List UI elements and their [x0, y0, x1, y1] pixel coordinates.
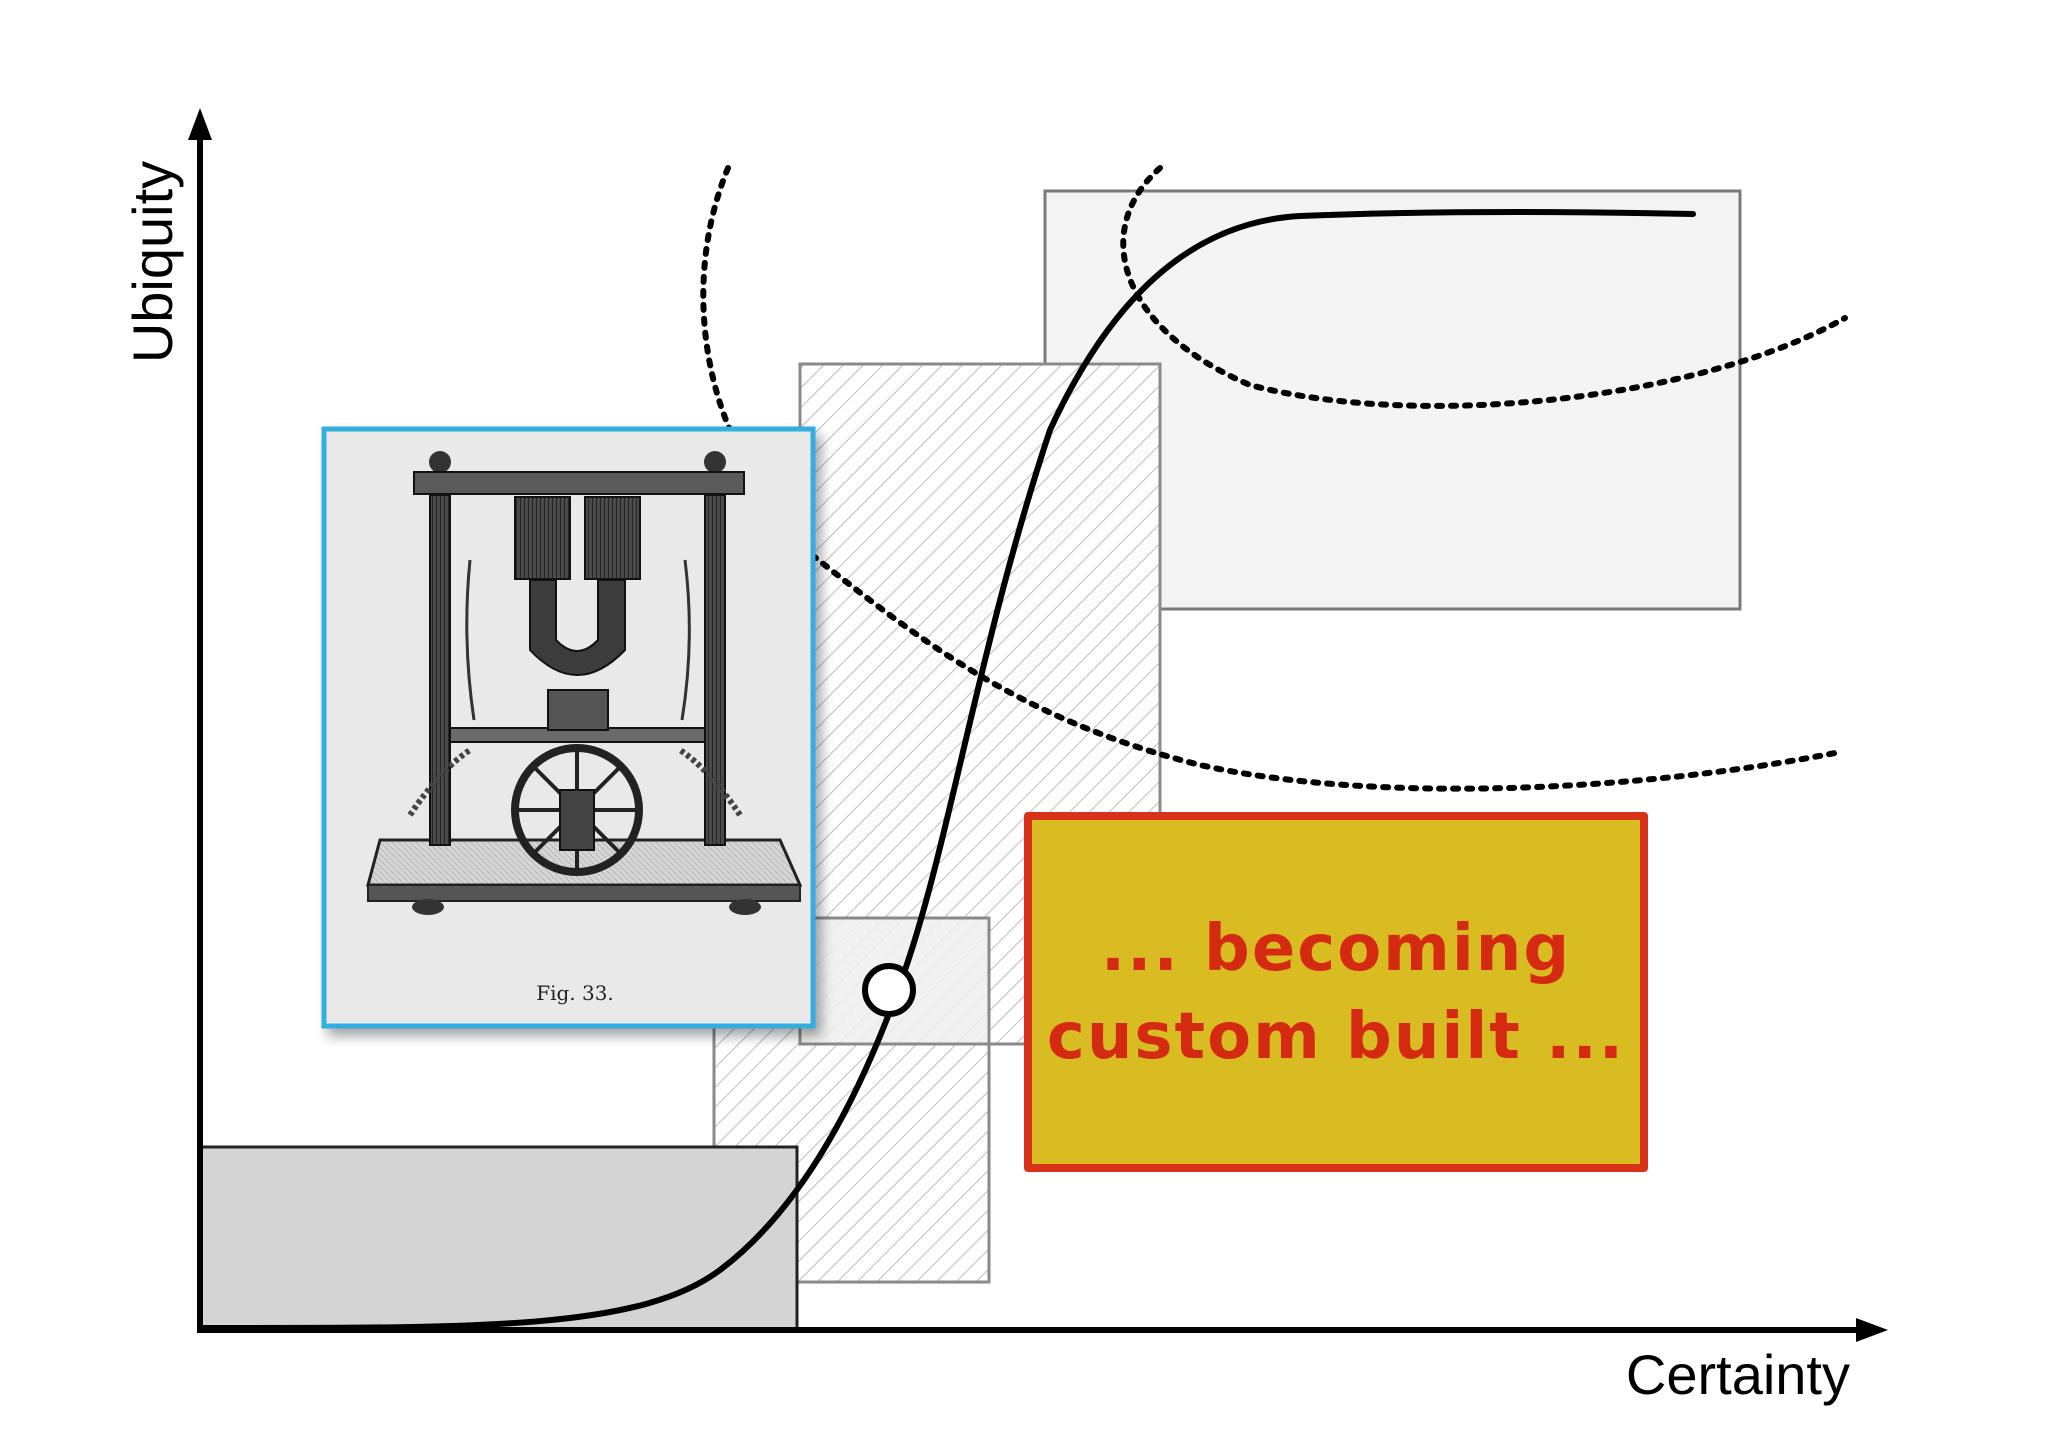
callout-box: [1024, 812, 1648, 1172]
current-position-marker: [862, 963, 916, 1017]
genesis-stage-box: [198, 1145, 799, 1332]
y-axis-label: Ubiquity: [121, 161, 184, 363]
illustration-caption: Fig. 33.: [536, 981, 614, 1005]
dotted-boundary-inner: [700, 165, 733, 433]
dotted-boundary-middle: [809, 552, 1843, 792]
generator-engraving-icon: [366, 451, 803, 915]
callout-line-2: custom built ...: [1047, 1000, 1625, 1074]
dotted-boundary-outer: [1120, 165, 1848, 409]
x-axis-label: Certainty: [1626, 1343, 1850, 1406]
y-axis: [188, 108, 212, 1330]
callout-line-1: ... becoming: [1101, 912, 1571, 986]
evolution-curve: [197, 209, 1696, 1332]
x-axis: [197, 1318, 1888, 1342]
